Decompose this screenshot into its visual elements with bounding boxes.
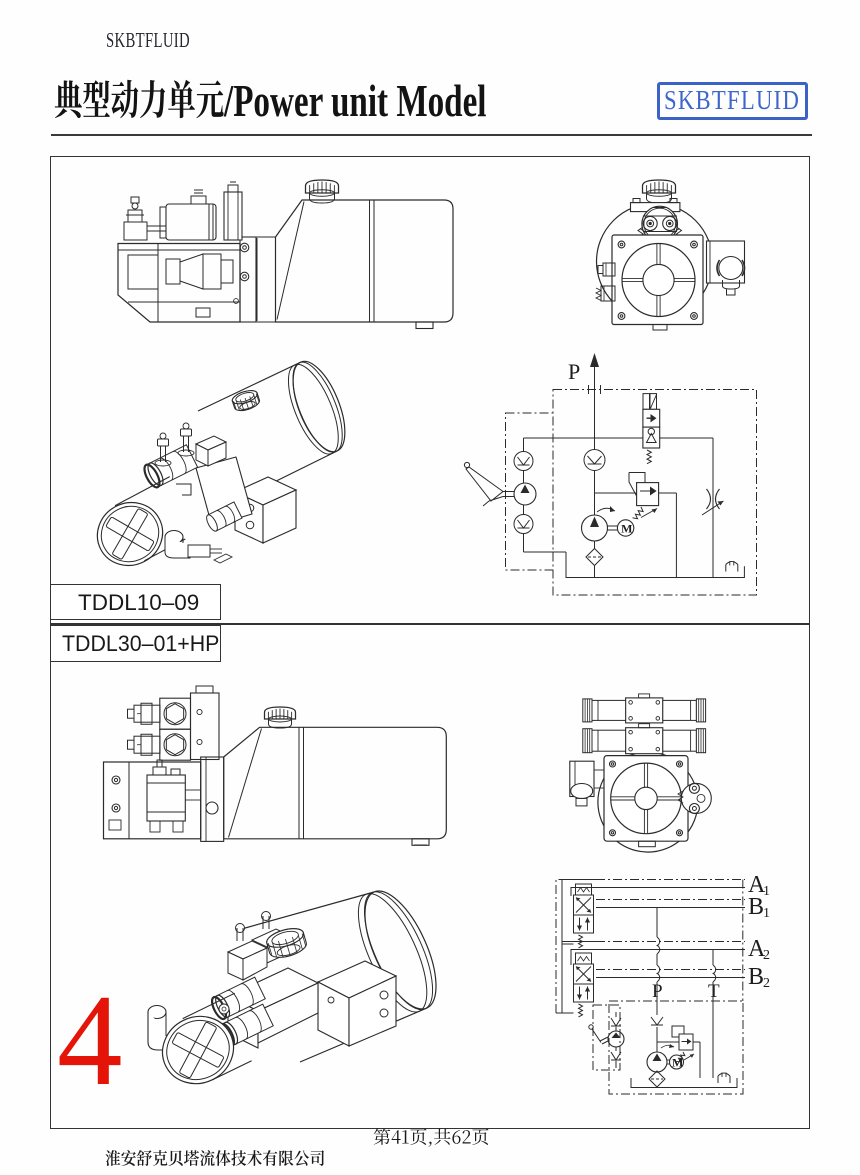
svg-text:B: B	[748, 964, 764, 990]
svg-text:A: A	[748, 936, 766, 962]
svg-text:2: 2	[763, 976, 770, 991]
svg-text:T: T	[708, 981, 720, 1002]
svg-text:M: M	[672, 1056, 683, 1070]
svg-text:M: M	[621, 522, 632, 536]
svg-text:A: A	[748, 872, 766, 898]
svg-text:2: 2	[763, 948, 770, 963]
svg-text:P: P	[568, 359, 580, 384]
svg-text:1: 1	[763, 906, 770, 921]
svg-text:B: B	[748, 894, 764, 920]
svg-text:1: 1	[763, 884, 770, 899]
